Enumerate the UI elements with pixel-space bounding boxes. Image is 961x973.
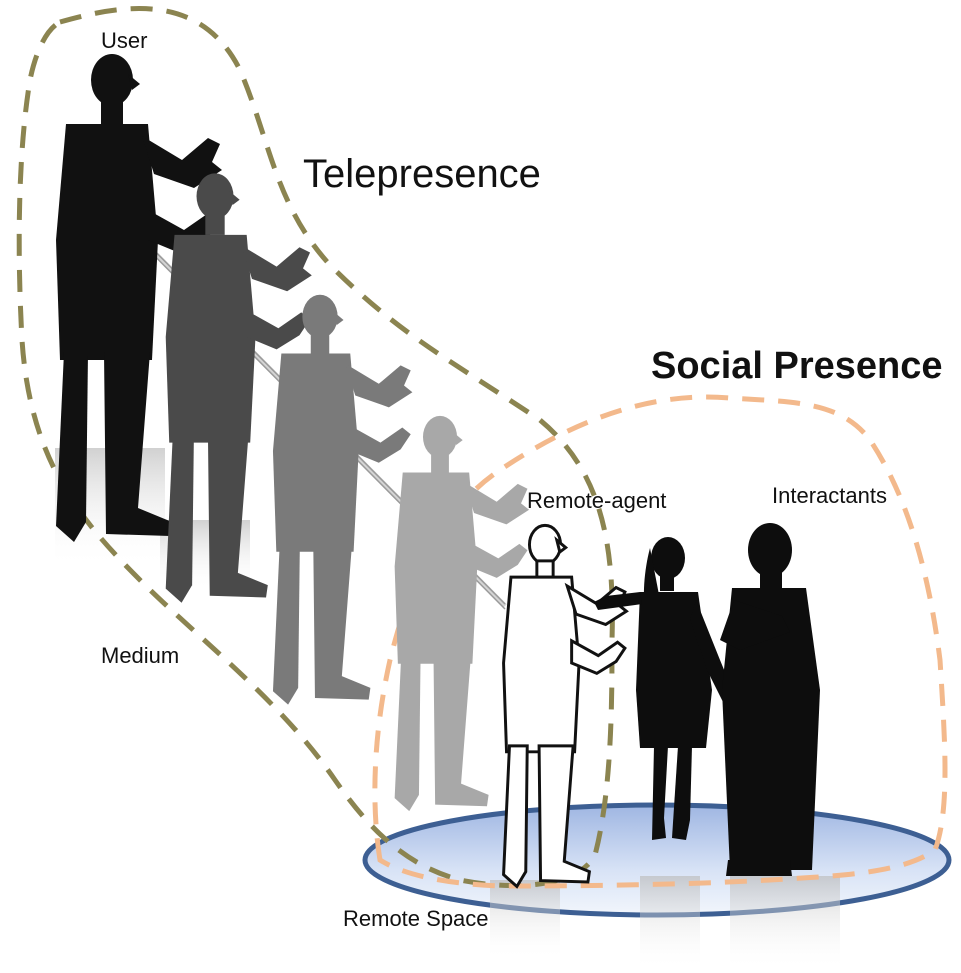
telepresence-label: Telepresence [303, 152, 541, 196]
interactant-woman-silhouette [594, 537, 734, 840]
remote-space-label: Remote Space [343, 906, 489, 931]
interactants-label: Interactants [772, 483, 887, 508]
medium-figure-2 [272, 294, 413, 705]
medium-label: Medium [101, 643, 179, 668]
interactant-man-silhouette [720, 523, 820, 876]
user-label: User [101, 28, 147, 53]
social-presence-label: Social Presence [651, 345, 943, 387]
remote-agent-label: Remote-agent [527, 488, 666, 513]
floor-reflections [55, 448, 840, 971]
